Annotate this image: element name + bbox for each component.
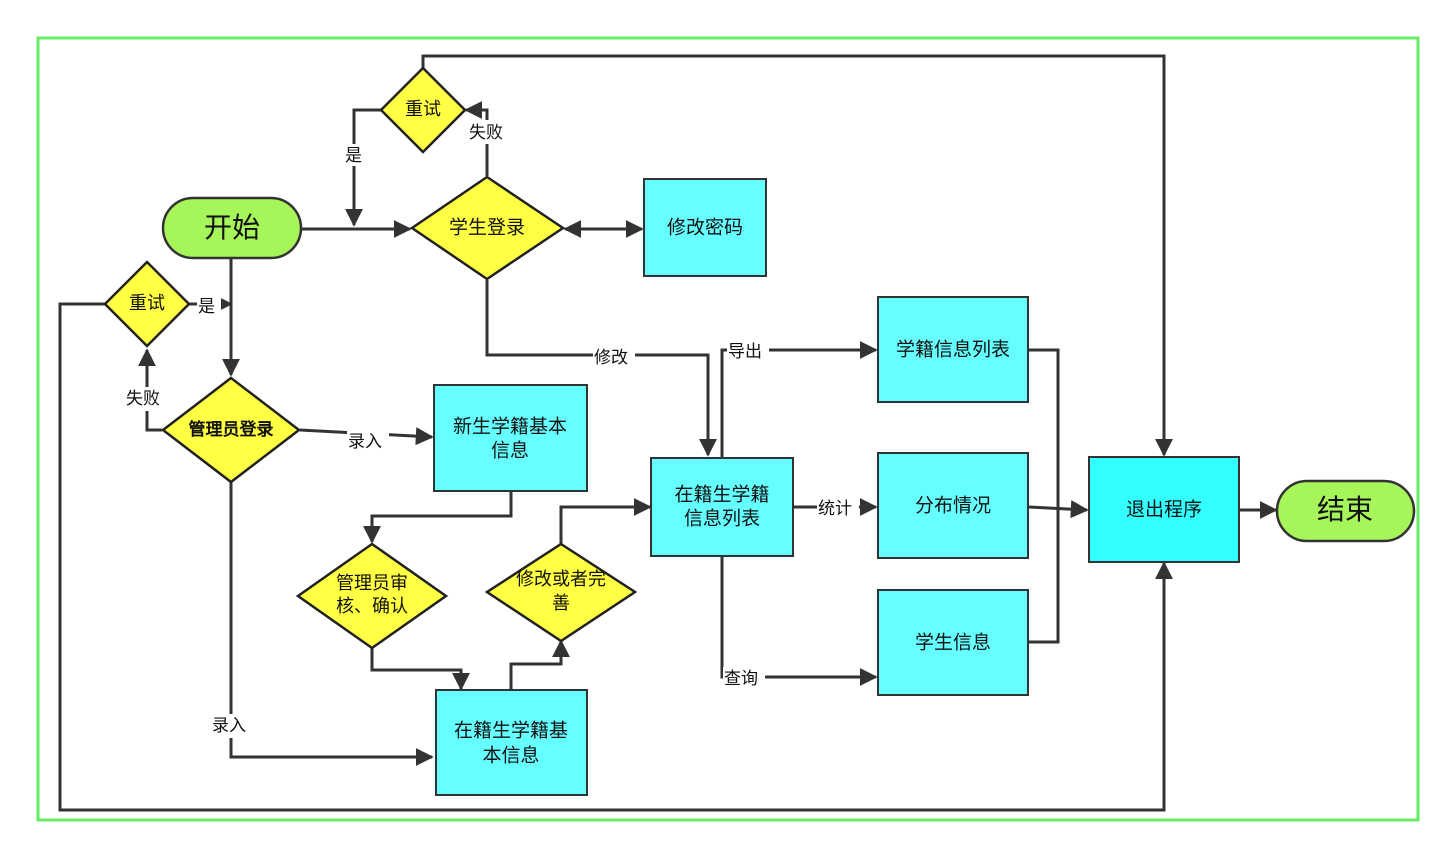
label-enter-new: 录入 [348,432,382,452]
label-statistics: 统计 [818,499,852,519]
edge-modify-to-list [559,498,652,545]
end-label: 结束 [1317,493,1373,526]
enrolled-basic-info-line2: 本信息 [482,745,539,767]
status-info-list-label: 学籍信息列表 [896,339,1010,361]
edge-admin-login-fail [138,348,162,432]
modify-improve-line2: 善 [552,593,570,614]
enrolled-basic-info-box: 在籍生学籍基 本信息 [435,689,588,796]
edge-review-to-basic [370,645,470,691]
edge-labels: 是 失败 是 失败 修改 录入 录入 导出 统计 查询 [125,120,859,738]
edge-list-to-exit [1029,348,1060,644]
admin-login-label: 管理员登录 [189,419,274,440]
label-enter-basic: 录入 [212,716,246,736]
admin-review-line1: 管理员审 [336,573,408,594]
edge-query [720,557,878,686]
distribution-label: 分布情况 [915,495,991,517]
start-node: 开始 [161,196,303,260]
retry-left-label: 重试 [129,293,165,314]
enrolled-list-line1: 在籍生学籍 [674,484,769,506]
distribution-box: 分布情况 [877,452,1029,559]
retry-top-decision: 重试 [379,66,467,154]
label-yes-top: 是 [345,146,362,166]
label-fail-left: 失败 [126,389,160,409]
label-export: 导出 [728,342,762,362]
end-node: 结束 [1275,479,1416,543]
label-fail-top: 失败 [469,123,503,143]
student-login-label: 学生登录 [449,217,525,239]
exit-program-box: 退出程序 [1088,456,1240,563]
student-info-label: 学生信息 [915,632,991,654]
new-student-info-line1: 新生学籍基本 [453,416,567,438]
edge-retry-top-yes [345,108,382,227]
edge-to-exit [1028,500,1089,519]
enrolled-basic-info-line1: 在籍生学籍基 [454,720,568,742]
edge-basic-to-modify [509,639,570,689]
edge-new-to-review [363,492,513,544]
change-password-box: 修改密码 [643,178,767,277]
retry-left-decision: 重试 [103,260,191,348]
change-password-label: 修改密码 [667,217,743,239]
label-query: 查询 [724,669,758,689]
admin-review-decision: 管理员审 核、确认 [295,542,449,650]
modify-improve-decision: 修改或者完 善 [484,542,638,643]
new-student-info-line2: 信息 [491,440,529,462]
diagram-frame [36,36,1420,822]
status-info-list-box: 学籍信息列表 [877,296,1029,403]
edge-export [720,341,878,457]
exit-program-label: 退出程序 [1126,499,1202,521]
edge-retry-left-to-exit [58,302,1173,812]
student-login-decision: 学生登录 [409,175,566,281]
edge-student-login-fail [464,101,489,176]
start-label: 开始 [204,211,260,244]
admin-login-decision: 管理员登录 [160,376,302,484]
enrolled-list-line2: 信息列表 [684,508,760,530]
modify-improve-line1: 修改或者完 [516,569,606,590]
edge-retry-top-to-exit [421,54,1173,457]
retry-top-label: 重试 [405,99,441,120]
label-yes-left: 是 [198,297,215,317]
new-student-info-box: 新生学籍基本 信息 [433,384,588,492]
admin-review-line2: 核、确认 [336,596,408,617]
enrolled-list-box: 在籍生学籍 信息列表 [650,457,794,557]
label-modify: 修改 [594,348,628,368]
student-info-box: 学生信息 [877,589,1029,696]
edge-admin-enter-basic [229,482,434,766]
